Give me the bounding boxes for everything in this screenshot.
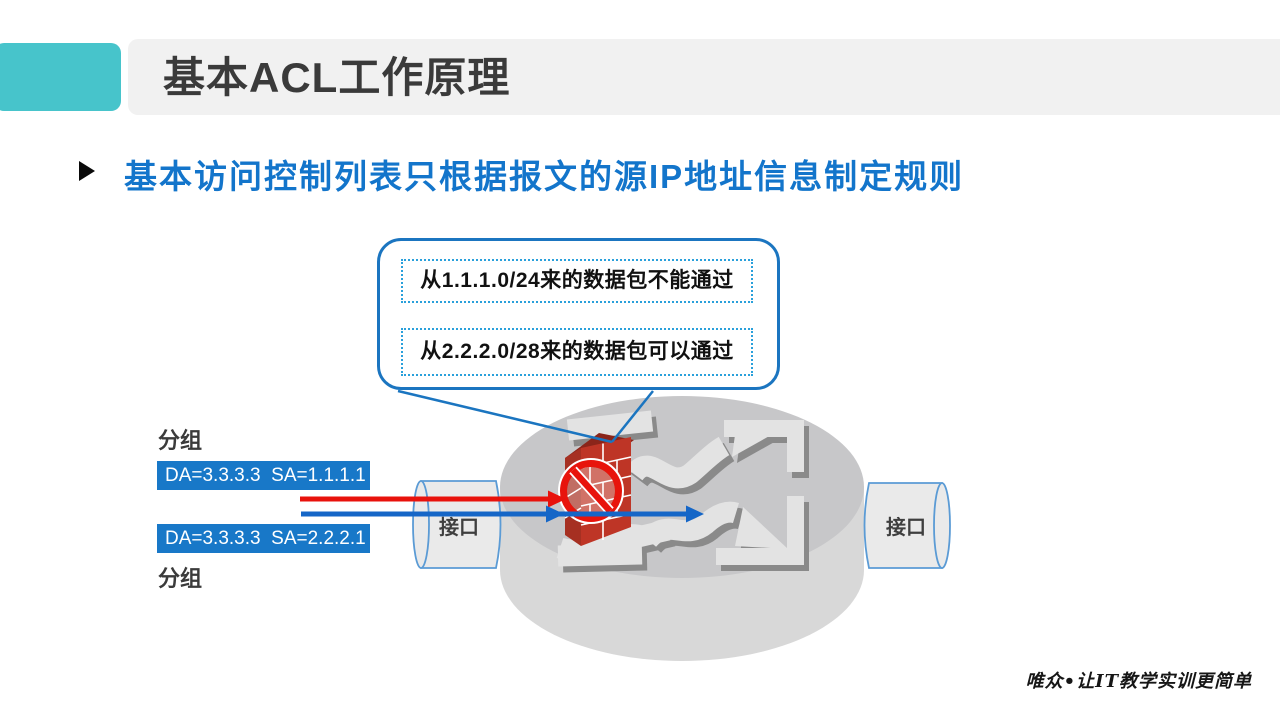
blue-arrow-icon: [301, 505, 704, 523]
red-arrow-icon: [300, 490, 566, 508]
acl-rule-permit: 从2.2.2.0/28来的数据包可以通过: [401, 328, 753, 376]
packet-label-top: 分组: [158, 428, 203, 453]
heading-text: 基本访问控制列表只根据报文的源IP地址信息制定规则: [124, 158, 965, 195]
page-title: 基本ACL工作原理: [163, 54, 511, 101]
acl-rules-callout: 从1.1.1.0/24来的数据包不能通过 从2.2.2.0/28来的数据包可以通…: [377, 238, 780, 390]
callout-tail: [397, 389, 654, 444]
acl-rule-deny: 从1.1.1.0/24来的数据包不能通过: [401, 259, 753, 303]
interface-label-right: 接口: [886, 517, 926, 539]
no-entry-icon: [558, 458, 624, 524]
interface-cylinder-right: [863, 482, 951, 569]
packet-label-bottom: 分组: [158, 566, 203, 591]
router-disk-icon: [500, 396, 864, 661]
title-bar: [128, 39, 1280, 115]
title-accent-block: [0, 43, 121, 111]
packet-box-2: DA=3.3.3.3 SA=2.2.2.1: [157, 524, 370, 553]
triangle-right-icon: [79, 161, 95, 181]
router-arrows: [556, 410, 804, 567]
interface-label-left: 接口: [439, 517, 479, 539]
packet-box-1: DA=3.3.3.3 SA=1.1.1.1: [157, 461, 370, 490]
firewall-brick-icon: [558, 433, 634, 546]
watermark: 唯众•让IT教学实训更简单: [1025, 671, 1252, 692]
